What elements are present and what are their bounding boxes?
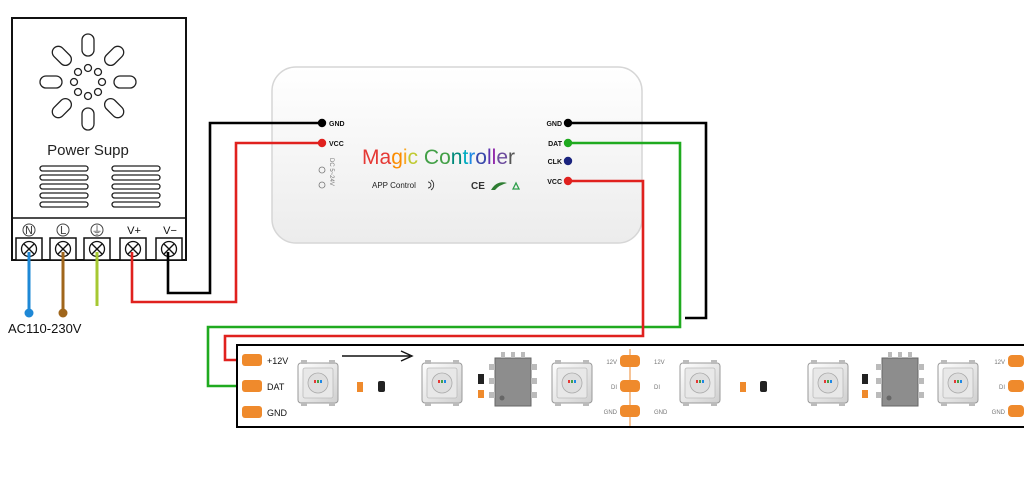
power-supply-label: Power Supp — [47, 142, 129, 159]
title-letter: c — [408, 146, 419, 169]
recycle-icon — [511, 181, 521, 190]
pad-label-di-right: DI — [654, 385, 660, 391]
controller-to-strip-wires — [206, 121, 708, 388]
data-direction-arrow-icon — [342, 350, 414, 362]
wire-red-vcc-in — [130, 141, 318, 304]
neutral-symbol: N — [25, 224, 33, 237]
controller-pin-gnd-out: GND — [546, 118, 573, 128]
title-letter: l — [492, 146, 497, 169]
wire-black-gnd-out — [572, 121, 708, 320]
wire-red-vcc-out — [223, 179, 645, 362]
led-chip — [807, 359, 849, 407]
resistor — [357, 382, 363, 392]
wire-green-dat-out — [206, 141, 682, 388]
pad-label-12v-right: 12V — [654, 360, 665, 366]
screw-terminals — [15, 237, 183, 261]
title-letter: r — [468, 146, 475, 169]
controller-pin-gnd-in: GND — [317, 118, 345, 128]
led-strip: +12V DAT GND 12V DI GND 12V DI GND — [236, 344, 1024, 428]
controller-pin-dat-out: DAT — [548, 138, 573, 148]
live-symbol: L — [60, 224, 67, 237]
led-chip — [421, 359, 463, 407]
title-letter: e — [496, 146, 508, 169]
pin-label: GND — [546, 121, 562, 128]
title-letter: o — [475, 146, 487, 169]
ground-symbol: ⏚ — [92, 224, 103, 237]
pad-label-gnd-left: GND — [604, 410, 618, 416]
strip-label-dat: DAT — [267, 382, 285, 392]
ac-input-wires — [24, 252, 99, 318]
wire-black-gnd-in — [166, 121, 318, 295]
title-letter: C — [424, 146, 439, 169]
pad-label-12v-end: 12V — [994, 360, 1005, 366]
rohs-icon — [491, 182, 507, 190]
resistor — [862, 390, 868, 398]
title-letter: l — [487, 146, 492, 169]
controller-title: Magic Controller — [362, 146, 515, 169]
pin-label: DAT — [548, 141, 563, 148]
wireless-icon — [427, 179, 435, 191]
strip-label-gnd: GND — [267, 408, 288, 418]
pad-label-di-left: DI — [611, 385, 617, 391]
title-letter: o — [439, 146, 451, 169]
ac-voltage-label: AC110-230V — [8, 321, 82, 336]
title-letter: M — [362, 146, 380, 169]
pin-label: VCC — [547, 179, 562, 186]
title-letter: a — [380, 146, 392, 169]
led-chip — [297, 359, 339, 407]
led-chip — [551, 359, 593, 407]
terminal-vplus-label: V+ — [127, 225, 141, 237]
capacitor — [378, 381, 385, 392]
title-letter: t — [462, 146, 468, 169]
psu-to-controller-wires — [130, 121, 318, 304]
capacitor — [478, 374, 484, 384]
app-control-label: APP Control — [372, 181, 416, 190]
pad-label-gnd-right: GND — [654, 410, 668, 416]
pin-label: GND — [329, 121, 345, 128]
cut-pads-1 — [620, 349, 640, 426]
capacitor — [862, 374, 868, 384]
led-chip — [679, 359, 721, 407]
strip-input-pads — [242, 354, 262, 418]
fan-vent-icon — [39, 33, 137, 131]
title-letter: n — [451, 146, 463, 169]
title-letter: r — [508, 146, 515, 169]
terminal-vminus-label: V− — [163, 225, 177, 237]
power-supply: Power Supp N L ⏚ V+ V− — [11, 17, 187, 261]
title-letter: i — [403, 146, 408, 169]
controller-pin-clk-out: CLK — [548, 156, 573, 166]
voltage-label: DC 5~24V — [328, 158, 334, 186]
led-chip — [937, 359, 979, 407]
pad-label-di-end: DI — [999, 385, 1005, 391]
capacitor — [760, 381, 767, 392]
resistor — [478, 390, 484, 398]
controller-pin-vcc-out: VCC — [547, 176, 573, 186]
ic-chip — [875, 351, 925, 407]
terminal-l: L — [56, 223, 70, 237]
ic-chip — [488, 351, 538, 407]
resistor — [740, 382, 746, 392]
cut-pads-2 — [1008, 355, 1024, 417]
ce-mark: CE — [471, 181, 485, 192]
controller-pin-vcc-in: VCC — [317, 138, 344, 148]
pad-label-12v-left: 12V — [606, 360, 617, 366]
title-letter: g — [391, 146, 403, 169]
dc-polarity-icon — [318, 166, 326, 189]
pin-label: CLK — [548, 159, 562, 166]
pad-label-gnd-end: GND — [992, 410, 1006, 416]
pin-label: VCC — [329, 141, 344, 148]
strip-label-12v: +12V — [267, 356, 288, 366]
terminal-ground: ⏚ — [90, 223, 104, 237]
magic-controller: Magic Controller APP Control CE DC 5~24V… — [271, 66, 643, 244]
terminal-n: N — [22, 223, 36, 237]
